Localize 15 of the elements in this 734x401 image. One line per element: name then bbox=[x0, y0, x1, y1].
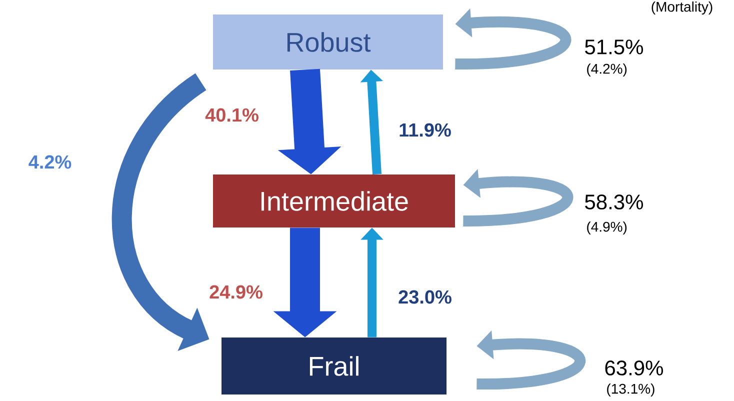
edge-label: 11.9% bbox=[400, 123, 451, 137]
edge-label: 24.9% bbox=[210, 285, 262, 299]
mortality-text: (13.1%) bbox=[607, 383, 654, 397]
edge-label: 63.9% bbox=[605, 360, 663, 376]
edge-label: 58.3% bbox=[585, 194, 643, 210]
edge-label: 23.0% bbox=[398, 290, 452, 304]
stage-box: Robust bbox=[213, 14, 443, 70]
column-heading: (Mortality) bbox=[652, 1, 712, 15]
edge-label: 4.2% bbox=[28, 155, 72, 169]
edge-label: 51.5% bbox=[585, 40, 643, 54]
mortality-text: (4.2%) bbox=[587, 63, 627, 77]
mortality-text: (4.9%) bbox=[587, 221, 627, 235]
stage-box: Intermediate bbox=[213, 174, 455, 228]
edge-label: 40.1% bbox=[205, 108, 258, 122]
stage-box: Frail bbox=[222, 338, 446, 394]
